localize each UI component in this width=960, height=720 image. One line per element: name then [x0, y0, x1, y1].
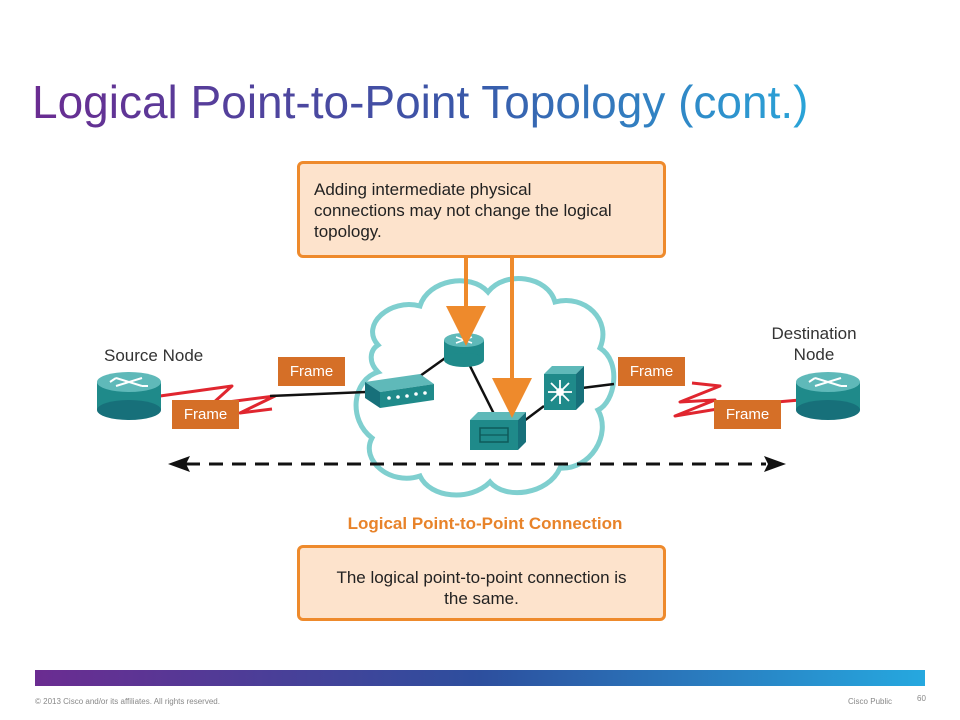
frame-right-lower: Frame	[714, 400, 781, 429]
source-node-label: Source Node	[104, 346, 204, 365]
callout-intermediate-connections: Adding intermediate physical connections…	[297, 161, 666, 258]
hub-icon	[365, 374, 434, 408]
destination-label-line2: Node	[793, 345, 835, 364]
callout-top-line3: topology.	[314, 222, 382, 241]
switch-icon	[470, 412, 526, 450]
logical-connection-arrow	[168, 456, 786, 472]
router-icon	[444, 333, 484, 367]
logical-connection-label: Logical Point-to-Point Connection	[347, 514, 623, 533]
destination-router-icon	[796, 372, 860, 420]
callout-bottom-line2: the same.	[444, 589, 519, 608]
callout-arrows	[446, 258, 532, 418]
slide-title: Logical Point-to-Point Topology (cont.)	[32, 72, 808, 132]
footer-page-number: 60	[917, 694, 926, 703]
callout-top-line2: connections may not change the logical	[314, 201, 612, 220]
destination-node-label: Destination Node	[764, 323, 864, 365]
source-router-icon	[97, 372, 161, 420]
destination-label-line1: Destination	[771, 324, 857, 343]
footer-copyright: © 2013 Cisco and/or its affiliates. All …	[35, 697, 220, 706]
cloud-icon	[353, 276, 617, 498]
footer-gradient-bar	[35, 670, 925, 686]
callout-bottom-line1: The logical point-to-point connection is	[336, 568, 627, 587]
footer-classification: Cisco Public	[848, 697, 893, 706]
frame-left-upper: Frame	[278, 357, 345, 386]
frame-right-upper: Frame	[618, 357, 685, 386]
serial-link-left	[159, 384, 277, 415]
callout-top-line1: Adding intermediate physical	[314, 180, 532, 199]
multilayer-switch-icon	[544, 366, 584, 410]
frame-left-lower: Frame	[172, 400, 239, 429]
callout-same-connection: The logical point-to-point connection is…	[297, 545, 666, 621]
